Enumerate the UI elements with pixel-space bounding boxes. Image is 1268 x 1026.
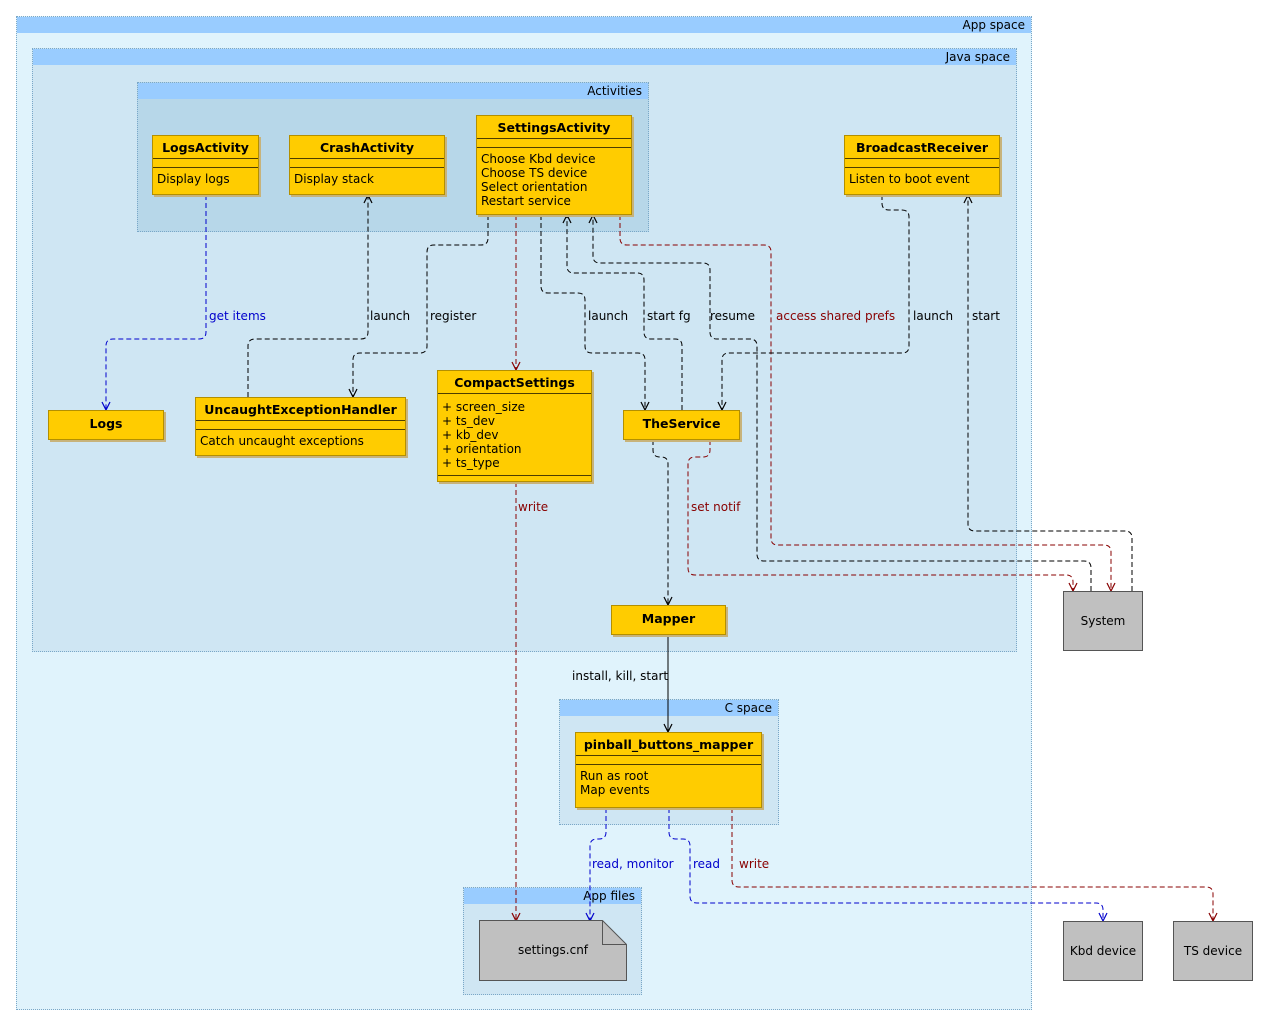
settings-file-node[interactable]: settings.cnf (479, 920, 627, 981)
operation: Map events (580, 783, 650, 797)
pinball-mapper-ops: Run as root Map events (576, 765, 761, 799)
kbd-device-label: Kbd device (1069, 944, 1137, 958)
class-divider (845, 158, 999, 159)
the-service-class[interactable]: TheService (623, 410, 740, 440)
crash-activity-class[interactable]: CrashActivity Display stack (289, 135, 445, 195)
class-divider (196, 420, 405, 421)
the-service-name: TheService (642, 416, 721, 431)
c-space-header: C space (560, 700, 778, 716)
class-divider (196, 429, 405, 430)
label-register: register (430, 309, 477, 323)
c-space-title: C space (724, 701, 772, 715)
class-divider (153, 167, 258, 168)
class-divider (477, 138, 631, 139)
class-attr-section (576, 756, 761, 764)
class-attr-section (196, 421, 405, 429)
label-write-ts: write (739, 857, 770, 871)
activities-title: Activities (587, 84, 642, 98)
compact-settings-class[interactable]: CompactSettings + screen_size + ts_dev +… (437, 370, 592, 482)
uncaught-handler-class[interactable]: UncaughtExceptionHandler Catch uncaught … (195, 397, 406, 456)
attribute: + ts_dev (442, 414, 495, 428)
broadcast-receiver-name: BroadcastReceiver (856, 140, 988, 155)
class-divider (477, 147, 631, 148)
mapper-class[interactable]: Mapper (611, 605, 726, 635)
logs-name: Logs (89, 416, 123, 431)
operation: Catch uncaught exceptions (200, 434, 364, 448)
label-launch-br: launch (913, 309, 954, 323)
activities-header: Activities (138, 83, 648, 99)
app-files-title: App files (583, 889, 635, 903)
label-install-kill-start: install, kill, start (572, 669, 669, 683)
label-resume: resume (710, 309, 755, 323)
ts-device-node[interactable]: TS device (1173, 921, 1253, 981)
class-divider (576, 755, 761, 756)
broadcast-receiver-ops: Listen to boot event (845, 168, 999, 188)
crash-activity-ops: Display stack (290, 168, 444, 188)
class-attr-section (477, 139, 631, 147)
settings-activity-name: SettingsActivity (497, 120, 611, 135)
crash-activity-name: CrashActivity (319, 140, 414, 155)
label-write-settings: write (518, 500, 549, 514)
pinball-mapper-name: pinball_buttons_mapper (583, 737, 754, 752)
settings-file-label: settings.cnf (517, 943, 589, 957)
class-divider (438, 475, 591, 476)
label-read-kbd: read (693, 857, 721, 871)
java-space-header: Java space (33, 49, 1016, 65)
class-divider (290, 158, 444, 159)
logs-activity-class[interactable]: LogsActivity Display logs (152, 135, 259, 195)
logs-activity-ops: Display logs (153, 168, 258, 188)
class-divider (290, 167, 444, 168)
operation: Select orientation (481, 180, 588, 194)
operation: Choose TS device (481, 166, 588, 180)
broadcast-receiver-class[interactable]: BroadcastReceiver Listen to boot event (844, 135, 1000, 195)
logs-class[interactable]: Logs (48, 410, 164, 440)
label-read-monitor: read, monitor (592, 857, 674, 871)
attribute: + screen_size (442, 400, 526, 414)
class-divider (576, 764, 761, 765)
compact-settings-attrs: + screen_size + ts_dev + kb_dev + orient… (438, 394, 591, 472)
app-files-header: App files (464, 888, 641, 904)
java-space-title: Java space (945, 50, 1010, 64)
label-access-prefs: access shared prefs (776, 309, 896, 323)
label-start-br: start (972, 309, 1000, 323)
operation: Display logs (157, 172, 230, 186)
class-attr-section (290, 159, 444, 167)
pinball-mapper-class[interactable]: pinball_buttons_mapper Run as root Map e… (575, 732, 762, 808)
operation: Restart service (481, 194, 571, 208)
kbd-device-node[interactable]: Kbd device (1063, 921, 1143, 981)
label-launch-crash: launch (370, 309, 411, 323)
logs-activity-name: LogsActivity (162, 140, 249, 155)
class-attr-section (153, 159, 258, 167)
uncaught-handler-ops: Catch uncaught exceptions (196, 430, 405, 450)
label-get-items: get items (209, 309, 266, 323)
compact-settings-name: CompactSettings (454, 375, 575, 390)
operation: Run as root (580, 769, 649, 783)
operation: Choose Kbd device (481, 152, 596, 166)
class-divider (153, 158, 258, 159)
mapper-name: Mapper (641, 611, 696, 626)
class-divider (438, 393, 591, 394)
system-node[interactable]: System (1063, 591, 1143, 651)
uncaught-handler-name: UncaughtExceptionHandler (204, 402, 397, 417)
label-start-fg: start fg (647, 309, 691, 323)
operation: Display stack (294, 172, 374, 186)
class-attr-section (845, 159, 999, 167)
settings-activity-class[interactable]: SettingsActivity Choose Kbd device Choos… (476, 115, 632, 215)
class-divider (845, 167, 999, 168)
system-label: System (1080, 614, 1126, 628)
label-set-notif: set notif (691, 500, 741, 514)
attribute: + kb_dev (442, 428, 499, 442)
app-space-title: App space (962, 18, 1025, 32)
file-icon (479, 920, 627, 981)
attribute: + orientation (442, 442, 522, 456)
app-space-header: App space (17, 17, 1031, 33)
attribute: + ts_type (442, 456, 500, 470)
settings-activity-ops: Choose Kbd device Choose TS device Selec… (477, 148, 631, 210)
label-launch-service: launch (588, 309, 629, 323)
operation: Listen to boot event (849, 172, 970, 186)
ts-device-label: TS device (1183, 944, 1243, 958)
